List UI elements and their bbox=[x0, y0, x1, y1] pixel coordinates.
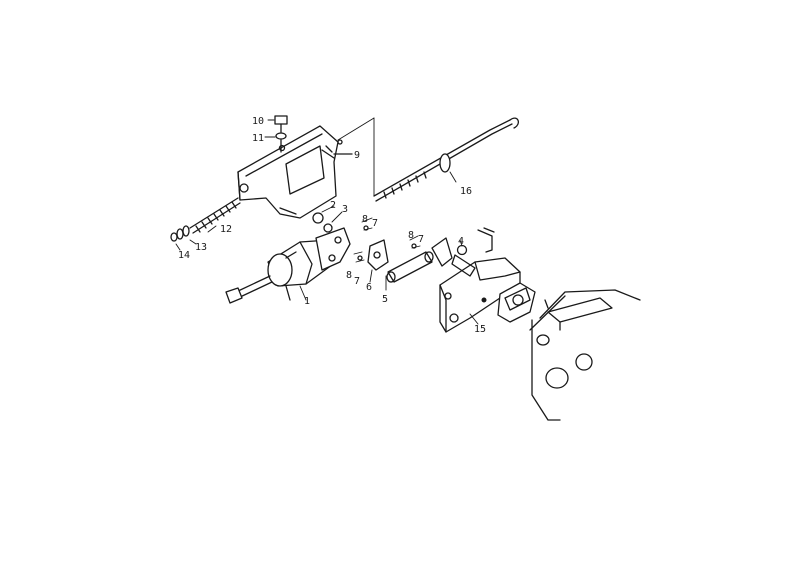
callout-3: 3 bbox=[342, 204, 348, 215]
engine-block bbox=[529, 289, 641, 421]
linkage-parts bbox=[353, 217, 453, 283]
callout-10: 10 bbox=[252, 116, 264, 127]
callout-7-b: 7 bbox=[354, 276, 360, 287]
callout-7-c: 7 bbox=[418, 234, 424, 245]
cover-bracket bbox=[237, 125, 353, 219]
pump-bracket-assembly bbox=[439, 227, 536, 333]
callout-12: 12 bbox=[220, 224, 232, 235]
callout-11: 11 bbox=[252, 133, 264, 144]
callout-16: 16 bbox=[460, 186, 472, 197]
callout-labels: 1 2 3 4 5 6 7 7 7 8 8 8 9 10 11 12 13 14… bbox=[178, 116, 486, 335]
threaded-rod-spring bbox=[170, 197, 241, 251]
callout-8-b: 8 bbox=[346, 270, 352, 281]
callout-9: 9 bbox=[354, 150, 360, 161]
callout-14: 14 bbox=[178, 250, 190, 261]
callout-leaders bbox=[207, 225, 479, 325]
small-fittings bbox=[312, 205, 343, 233]
callout-15: 15 bbox=[474, 324, 486, 335]
callout-1: 1 bbox=[304, 296, 310, 307]
callout-5: 5 bbox=[382, 294, 388, 305]
callout-6: 6 bbox=[366, 282, 372, 293]
bolt-and-washer bbox=[264, 115, 288, 153]
callout-7-a: 7 bbox=[372, 218, 378, 229]
callout-13: 13 bbox=[195, 242, 207, 253]
callout-8-c: 8 bbox=[408, 230, 414, 241]
callout-4: 4 bbox=[458, 236, 464, 247]
stop-solenoid bbox=[225, 227, 351, 304]
callout-2: 2 bbox=[330, 200, 336, 211]
control-cable bbox=[337, 117, 519, 202]
callout-8-a: 8 bbox=[362, 214, 368, 225]
